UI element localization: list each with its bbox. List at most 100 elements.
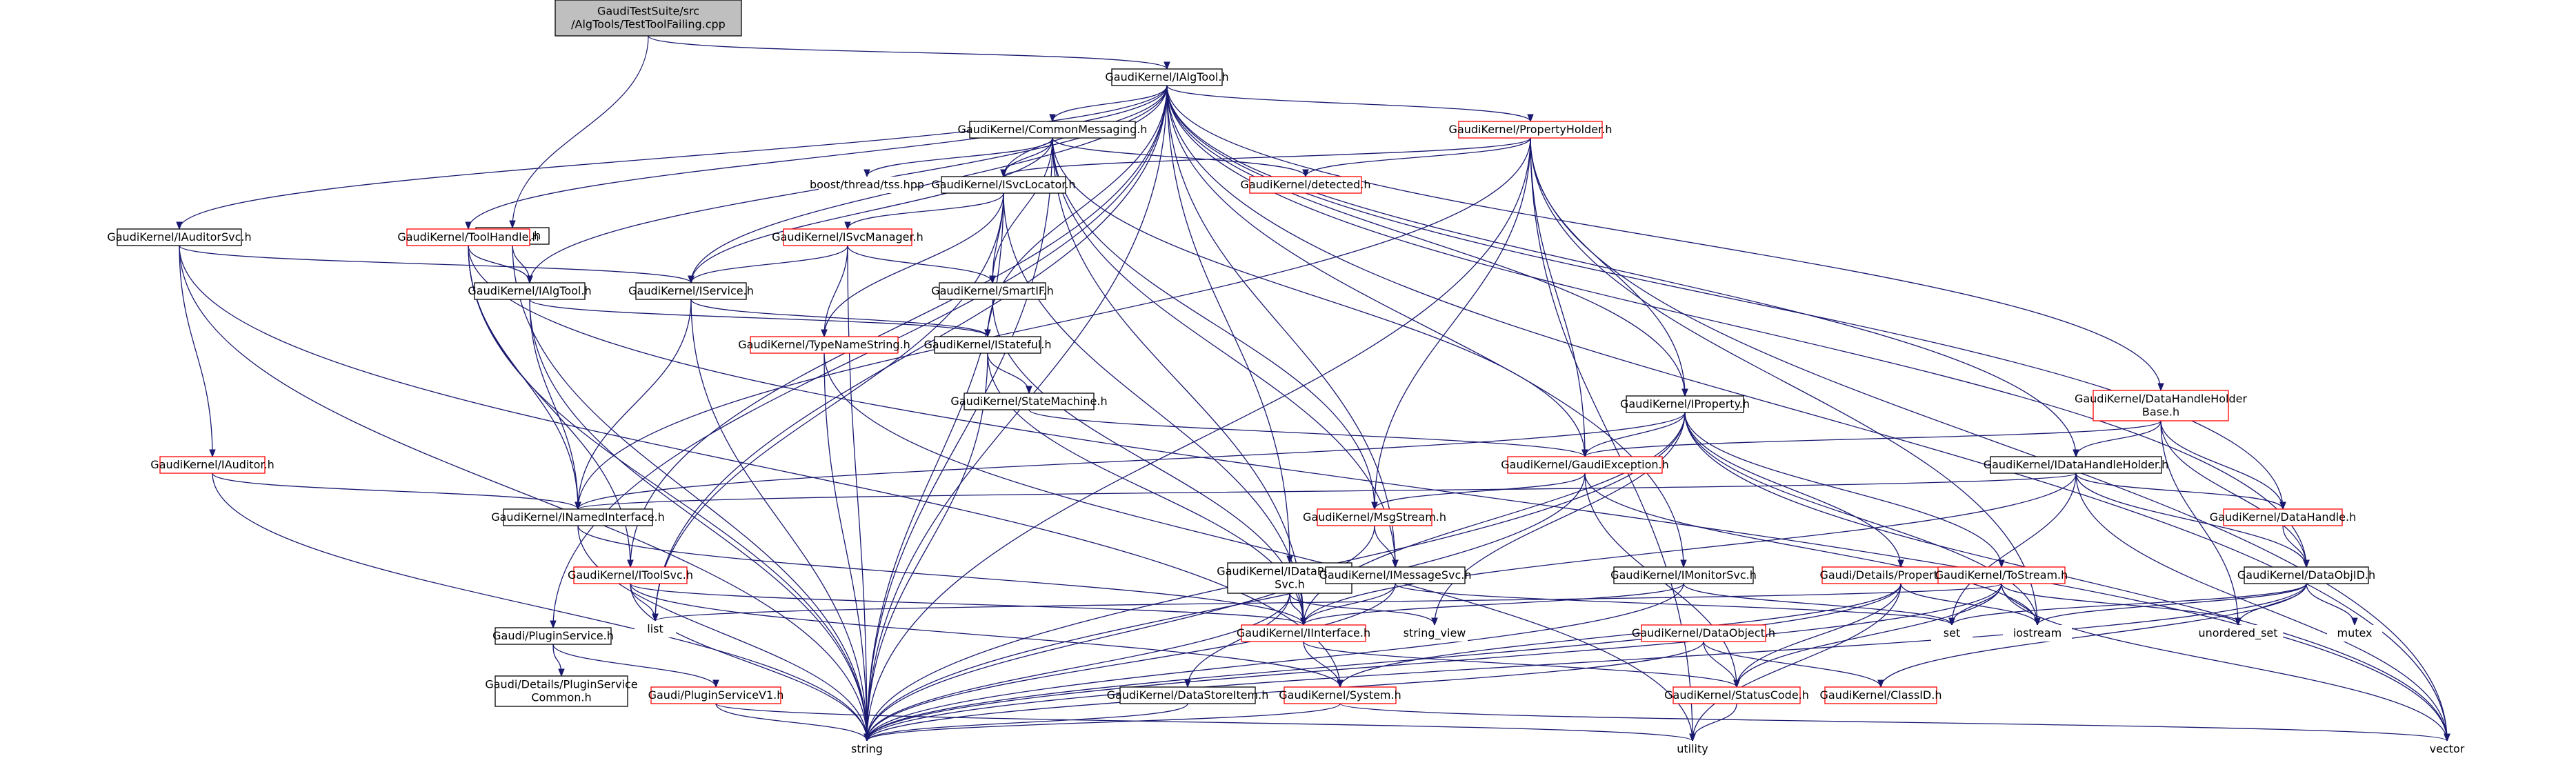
node-box xyxy=(783,228,912,246)
arrow-head-icon xyxy=(2157,383,2164,392)
node-datastoreitem[interactable]: GaudiKernel/DataStoreItem.h xyxy=(1107,686,1269,704)
node-datahandle[interactable]: GaudiKernel/DataHandle.h xyxy=(2210,508,2356,526)
dependency-edge xyxy=(2075,473,2448,742)
node-ialgtool_h[interactable]: GaudiKernel/IAlgTool.h xyxy=(1105,68,1229,86)
node-dataobject[interactable]: GaudiKernel/DataObject.h xyxy=(1632,624,1775,642)
dependency-edge xyxy=(1530,137,2448,742)
arrow-head-icon xyxy=(2303,559,2310,568)
node-label: GaudiKernel/ISvcManager.h xyxy=(772,230,923,244)
dependency-edge xyxy=(577,525,868,742)
dependency-edge xyxy=(866,192,1004,742)
node-inamedif[interactable]: GaudiKernel/INamedInterface.h xyxy=(491,508,665,526)
dependency-edge xyxy=(577,412,1686,510)
arrow-head-icon xyxy=(1680,559,1687,568)
node-box xyxy=(963,393,1095,410)
node-pluginsvcv1[interactable]: Gaudi/PluginServiceV1.h xyxy=(648,686,784,704)
node-box xyxy=(2093,390,2229,421)
node-iauditor[interactable]: GaudiKernel/IAuditor.h xyxy=(150,456,274,474)
dependency-edge xyxy=(1684,412,1901,568)
arrow-head-icon xyxy=(1581,449,1588,458)
node-msgstream[interactable]: GaudiKernel/MsgStream.h xyxy=(1303,508,1446,526)
arrow-head-icon xyxy=(558,668,565,677)
node-gaudiexc[interactable]: GaudiKernel/GaudiException.h xyxy=(1501,456,1669,474)
node-label: GaudiKernel/GaudiException.h xyxy=(1501,458,1669,471)
node-ialgtool2[interactable]: GaudiKernel/IAlgTool.h xyxy=(468,282,592,300)
node-pluginsvc[interactable]: Gaudi/PluginService.h xyxy=(492,627,614,645)
dependency-edge xyxy=(1305,137,1531,177)
dependency-edge xyxy=(866,583,2307,742)
dependency-edge xyxy=(1530,137,1693,742)
node-label: GaudiKernel/TypeNameString.h xyxy=(738,338,910,351)
dependency-edge xyxy=(552,85,1168,628)
node-imessagesvc[interactable]: GaudiKernel/IMessageSvc.h xyxy=(1319,566,1472,584)
node-label: GaudiKernel/SmartIF.h xyxy=(931,284,1054,297)
node-box xyxy=(2327,625,2382,642)
arrow-head-icon xyxy=(2073,449,2079,458)
node-label: GaudiKernel/IInterface.h xyxy=(1237,626,1370,639)
node-dataobjid[interactable]: GaudiKernel/DataObjID.h xyxy=(2237,566,2375,584)
node-box xyxy=(406,228,530,246)
node-smartif[interactable]: GaudiKernel/SmartIF.h xyxy=(931,282,1054,300)
dependency-edge xyxy=(1395,583,1953,626)
arrow-head-icon xyxy=(1681,388,1688,397)
node-iauditorsvc[interactable]: GaudiKernel/IAuditorSvc.h xyxy=(107,228,252,246)
node-propholder[interactable]: GaudiKernel/PropertyHolder.h xyxy=(1449,121,1613,139)
node-statuscode[interactable]: GaudiKernel/StatusCode.h xyxy=(1664,686,1809,704)
node-box xyxy=(1931,625,1973,642)
node-idhholder[interactable]: GaudiKernel/IDataHandleHolder.h xyxy=(1984,456,2169,474)
node-isvcmanager[interactable]: GaudiKernel/ISvcManager.h xyxy=(772,228,923,246)
dependency-edge xyxy=(529,299,988,337)
arrow-head-icon xyxy=(1897,559,1904,568)
arrow-head-icon xyxy=(821,329,828,338)
dependency-edge xyxy=(1166,85,2161,391)
dependency-edge xyxy=(866,583,1684,742)
node-label: GaudiKernel/IAuditor.h xyxy=(150,458,274,471)
dependency-edge xyxy=(512,35,649,228)
node-istateful[interactable]: GaudiKernel/IStateful.h xyxy=(923,336,1052,354)
node-boostthread: boost/thread/tss.hpp xyxy=(810,177,924,193)
node-box xyxy=(495,627,612,645)
node-system[interactable]: GaudiKernel/System.h xyxy=(1279,686,1401,704)
node-iinterface[interactable]: GaudiKernel/IInterface.h xyxy=(1237,624,1370,642)
dependency-edge xyxy=(1028,409,1586,457)
node-root[interactable]: GaudiTestSuite/src/AlgTools/TestToolFail… xyxy=(555,0,742,37)
node-box xyxy=(474,282,586,300)
dependency-edge xyxy=(2001,583,2448,742)
node-isvclocator[interactable]: GaudiKernel/ISvcLocator.h xyxy=(931,176,1076,194)
node-commonmsg[interactable]: GaudiKernel/CommonMessaging.h xyxy=(958,121,1148,139)
node-tostream[interactable]: GaudiKernel/ToStream.h xyxy=(1935,566,2068,584)
arrow-head-icon xyxy=(1877,679,1884,688)
node-iproperty[interactable]: GaudiKernel/IProperty.h xyxy=(1620,395,1750,413)
dependency-edge xyxy=(1003,137,1531,177)
node-classid[interactable]: GaudiKernel/ClassID.h xyxy=(1820,686,1942,704)
node-label: GaudiKernel/System.h xyxy=(1279,688,1401,702)
dependency-edge xyxy=(1584,473,2038,626)
arrow-head-icon xyxy=(526,275,533,284)
node-imonitorsvc[interactable]: GaudiKernel/IMonitorSvc.h xyxy=(1610,566,1757,584)
dependency-edge xyxy=(630,85,1168,568)
dependency-edge xyxy=(1900,583,2038,626)
dependency-edge xyxy=(1951,473,2077,626)
node-list: list xyxy=(635,621,676,637)
node-label: list xyxy=(647,622,663,635)
dependency-edge xyxy=(866,703,1188,742)
dependency-edge xyxy=(1692,583,1901,742)
dependency-edge xyxy=(1289,593,1435,626)
dependency-edge xyxy=(529,299,868,742)
node-detected[interactable]: GaudiKernel/detected.h xyxy=(1240,176,1371,194)
node-box xyxy=(159,456,266,474)
node-itoolsvc[interactable]: GaudiKernel/IToolSvc.h xyxy=(568,566,693,584)
node-label: unordered_set xyxy=(2198,626,2277,640)
node-typenamestr[interactable]: GaudiKernel/TypeNameString.h xyxy=(738,336,910,354)
dependency-edge xyxy=(1692,703,1737,742)
dependency-edge xyxy=(2160,420,2307,568)
node-statemachine[interactable]: GaudiKernel/StateMachine.h xyxy=(950,393,1108,410)
dependency-edge xyxy=(866,583,2002,742)
dependency-edge xyxy=(1374,137,1531,510)
arrow-head-icon xyxy=(575,501,581,510)
node-toolhandle[interactable]: GaudiKernel/ToolHandle.h xyxy=(397,228,539,246)
node-iservice[interactable]: GaudiKernel/IService.h xyxy=(628,282,754,300)
dependency-edge xyxy=(2037,583,2307,626)
